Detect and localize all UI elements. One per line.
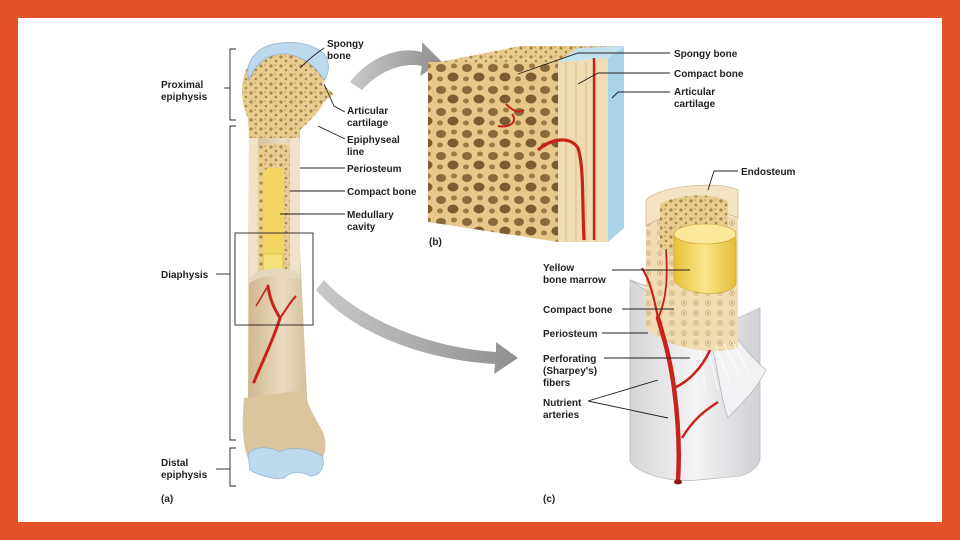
nutrient-artery-branch xyxy=(641,267,660,319)
yellow-marrow-top xyxy=(673,223,737,245)
distal-articular-cartilage xyxy=(247,447,324,479)
compact-bone-wall xyxy=(290,138,300,278)
long-bone-illustration xyxy=(234,42,334,479)
nutrient-artery-branch xyxy=(673,349,712,390)
bone-anatomy-figure: Proximal epiphysis Diaphysis Distal epip… xyxy=(161,39,796,505)
inset-box xyxy=(234,232,314,326)
slide-canvas: Proximal epiphysis Diaphysis Distal epip… xyxy=(18,18,942,522)
label-spongy-bone-a: Spongy bone xyxy=(327,39,366,62)
nutrient-artery-branch xyxy=(657,249,668,319)
spongy-bone-block xyxy=(428,46,624,242)
label-articular-cartilage-a: Articular cartilage xyxy=(347,106,391,129)
arrow-to-panel-b xyxy=(350,42,442,90)
compact-bone-wall xyxy=(249,138,258,278)
yellow-marrow-cylinder xyxy=(673,233,737,294)
nutrient-artery-main xyxy=(655,315,682,483)
lamellae-lines xyxy=(565,62,597,242)
label-diaphysis: Diaphysis xyxy=(161,270,209,281)
nutrient-artery xyxy=(252,284,282,384)
label-medullary-cavity: Medullary cavity xyxy=(347,210,396,233)
label-perforating-fibers: Perforating (Sharpey's) fibers xyxy=(543,354,600,389)
arrow-to-panel-c xyxy=(316,280,518,374)
block-articular-cartilage xyxy=(608,46,624,242)
label-articular-cartilage-b: Articular cartilage xyxy=(674,87,718,110)
yellow-marrow xyxy=(264,168,284,268)
region-brackets xyxy=(216,48,236,487)
artery-cut-end xyxy=(674,479,682,485)
panel-c-leaders xyxy=(587,170,738,419)
compact-bone-side xyxy=(558,58,608,242)
block-vessel xyxy=(536,138,586,241)
bone-cross-section xyxy=(629,184,767,485)
spongy-bone-face xyxy=(428,62,558,242)
label-distal-epiphysis: Distal epiphysis xyxy=(161,458,208,481)
proximal-articular-cartilage xyxy=(247,42,329,82)
label-compact-bone-c: Compact bone xyxy=(543,305,613,316)
label-proximal-epiphysis: Proximal epiphysis xyxy=(161,80,208,103)
block-top-cartilage xyxy=(558,46,624,62)
nutrient-artery-branch xyxy=(255,285,269,307)
nutrient-artery-branch xyxy=(680,401,719,439)
perforating-fibers xyxy=(699,339,749,395)
label-periosteum-c: Periosteum xyxy=(543,329,598,340)
panel-label-c: (c) xyxy=(543,494,555,505)
label-epiphyseal-line: Epiphyseal line xyxy=(347,135,403,158)
shaft-cut-surface xyxy=(249,268,300,284)
panel-label-b: (b) xyxy=(429,237,442,248)
label-nutrient-arteries: Nutrient arteries xyxy=(543,398,584,421)
proximal-epiphysis-bone xyxy=(242,44,334,138)
distal-epiphysis-bone xyxy=(242,390,326,466)
label-spongy-bone-b: Spongy bone xyxy=(674,49,738,60)
label-compact-bone-b: Compact bone xyxy=(674,69,744,80)
panel-a-leaders xyxy=(280,47,346,215)
panel-label-a: (a) xyxy=(161,494,173,505)
label-endosteum: Endosteum xyxy=(741,167,796,178)
label-yellow-bone-marrow: Yellow bone marrow xyxy=(543,263,606,286)
label-periosteum-a: Periosteum xyxy=(347,164,402,175)
label-compact-bone-a: Compact bone xyxy=(347,187,417,198)
block-vessel xyxy=(497,103,525,128)
nutrient-artery-branch xyxy=(279,295,297,319)
panel-b-leaders xyxy=(517,52,670,99)
